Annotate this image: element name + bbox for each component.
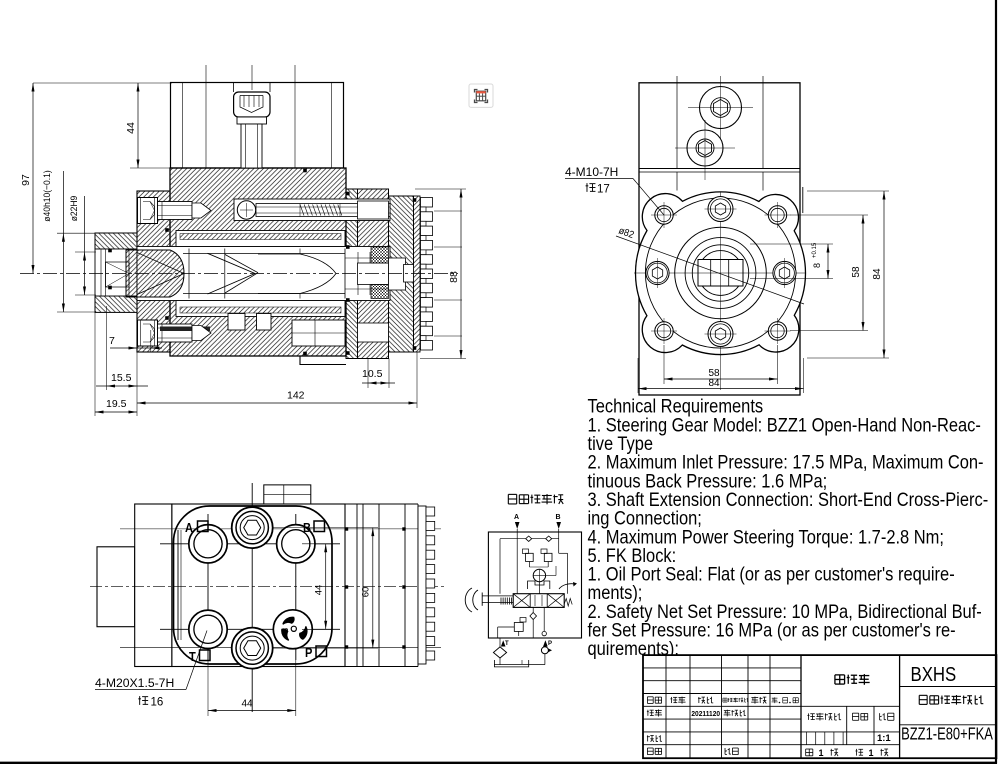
svg-text:7: 7	[109, 335, 115, 347]
svg-text:ø40h10(−0.1): ø40h10(−0.1)	[42, 170, 53, 221]
svg-text:T: T	[505, 641, 509, 647]
svg-text:17: 17	[597, 184, 610, 196]
svg-text:4-M10-7H: 4-M10-7H	[565, 165, 618, 179]
svg-text:60: 60	[361, 587, 372, 598]
svg-text:19.5: 19.5	[106, 398, 127, 410]
svg-text:ing Connection;: ing Connection;	[588, 507, 702, 529]
svg-text:BZZ1-E80+FKA: BZZ1-E80+FKA	[901, 725, 993, 745]
svg-text:44: 44	[241, 699, 253, 710]
svg-text:1. Steering Gear Model: BZZ1 O: 1. Steering Gear Model: BZZ1 Open-Hand N…	[588, 414, 981, 436]
svg-text:10.5: 10.5	[362, 368, 383, 380]
svg-text:2. Maximum Inlet Pressure: 17.: 2. Maximum Inlet Pressure: 17.5 MPa, Max…	[588, 451, 984, 473]
svg-text:58: 58	[851, 266, 862, 278]
svg-text:44: 44	[125, 122, 137, 134]
svg-text:A: A	[514, 514, 519, 521]
svg-text:5. FK Block:: 5. FK Block:	[588, 545, 677, 567]
svg-text:142: 142	[287, 390, 305, 402]
svg-text:ø82: ø82	[617, 225, 636, 241]
svg-text:+0.15: +0.15	[812, 242, 818, 258]
svg-text:P: P	[305, 645, 312, 660]
svg-text:ø22H9: ø22H9	[69, 196, 80, 222]
svg-text:20211120: 20211120	[691, 711, 720, 718]
svg-text:Technical Requirements: Technical Requirements	[588, 395, 764, 417]
svg-text:T: T	[189, 649, 196, 664]
svg-text:44: 44	[314, 585, 325, 596]
svg-text:97: 97	[20, 174, 32, 186]
svg-text:3. Shaft Extension Connection:: 3. Shaft Extension Connection: Short-End…	[588, 489, 989, 511]
svg-text:B: B	[556, 514, 561, 521]
svg-text:P: P	[548, 641, 552, 647]
svg-text:15.5: 15.5	[111, 372, 132, 384]
svg-text:8: 8	[812, 263, 822, 268]
svg-text:tinuous Back Pressure: 1.6 MPa: tinuous Back Pressure: 1.6 MPa;	[588, 470, 828, 492]
svg-text:tive Type: tive Type	[588, 433, 654, 455]
svg-text:BXHS: BXHS	[911, 663, 957, 686]
svg-text:4. Maximum Power Steering Torq: 4. Maximum Power Steering Torque: 1.7-2.…	[588, 526, 944, 548]
svg-text:88: 88	[448, 271, 460, 283]
svg-text:4-M20X1.5-7H: 4-M20X1.5-7H	[95, 676, 174, 690]
svg-text:fer Set Pressure: 16 MPa (or a: fer Set Pressure: 16 MPa (or as per cust…	[588, 619, 956, 641]
svg-text:58: 58	[708, 368, 720, 379]
svg-text:84: 84	[708, 378, 720, 389]
svg-text:quirements);: quirements);	[588, 638, 679, 660]
svg-text:1:1: 1:1	[877, 733, 891, 744]
svg-text:84: 84	[872, 268, 883, 280]
svg-text:ments);: ments);	[588, 582, 643, 604]
svg-text:A: A	[185, 520, 193, 535]
svg-text:2. Safety Net Set Pressure: 10: 2. Safety Net Set Pressure: 10 MPa, Bidi…	[588, 601, 982, 623]
svg-text:1: 1	[818, 748, 823, 758]
svg-text:1. Oil Port Seal: Flat (or as: 1. Oil Port Seal: Flat (or as per custom…	[588, 563, 955, 585]
svg-text:16: 16	[151, 697, 164, 709]
svg-text:1: 1	[868, 748, 873, 758]
